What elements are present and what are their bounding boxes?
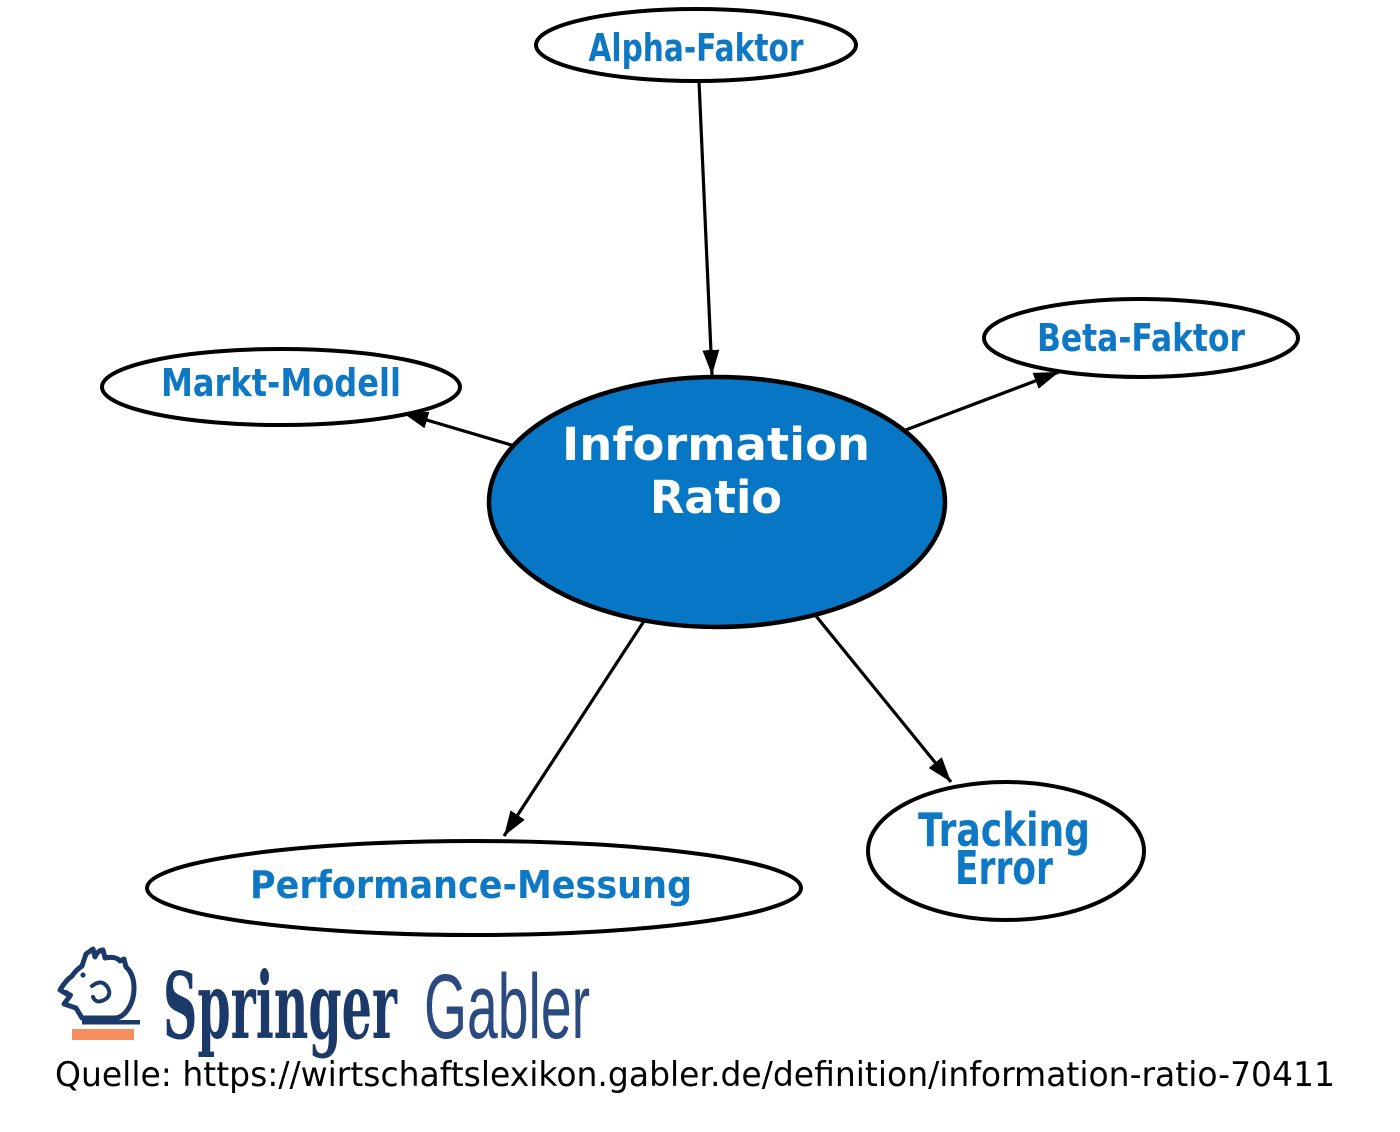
- edge-alpha-to-center: [697, 80, 720, 376]
- springer-horse-icon: [57, 946, 140, 1040]
- node-beta-faktor: Beta-Faktor: [982, 297, 1300, 379]
- markt-modell-ellipse: [100, 347, 462, 427]
- node-markt-modell: Markt-Modell: [100, 347, 462, 427]
- edges: [402, 80, 1060, 837]
- edge-center-to-tracking: [814, 614, 953, 784]
- information-ratio-label-line1: Information: [562, 418, 870, 471]
- node-information-ratio: Information Ratio: [486, 374, 948, 630]
- edge-center-to-beta: [902, 370, 1060, 433]
- alpha-faktor-label: Alpha-Faktor: [589, 26, 804, 70]
- beta-faktor-ellipse: [982, 297, 1300, 379]
- tracking-error-label-line2: Error: [955, 841, 1053, 895]
- performance-messung-ellipse: [145, 839, 803, 937]
- edge-center-to-performance: [502, 617, 648, 837]
- edge-center-to-markt: [402, 411, 519, 449]
- tracking-error-ellipse: [866, 780, 1146, 922]
- markt-modell-label: Markt-Modell: [161, 361, 401, 405]
- performance-messung-label: Performance-Messung: [250, 863, 692, 907]
- springer-gabler-logo: Springer Gabler: [57, 946, 590, 1060]
- node-alpha-faktor: Alpha-Faktor: [534, 7, 858, 83]
- logo-springer-wordmark: Springer: [163, 952, 398, 1060]
- node-tracking-error: Tracking Error: [866, 780, 1146, 922]
- information-ratio-label-line2: Ratio: [650, 471, 782, 524]
- beta-faktor-label: Beta-Faktor: [1037, 316, 1245, 360]
- source-url-line: Quelle: https://wirtschaftslexikon.gable…: [55, 1055, 1335, 1095]
- alpha-faktor-ellipse: [534, 7, 858, 83]
- logo-orange-bar: [72, 1029, 134, 1040]
- tracking-error-label-line1: Tracking: [918, 803, 1090, 857]
- node-performance-messung: Performance-Messung: [145, 839, 803, 937]
- logo-gabler-wordmark: Gabler: [424, 956, 590, 1058]
- information-ratio-ellipse: [486, 374, 948, 630]
